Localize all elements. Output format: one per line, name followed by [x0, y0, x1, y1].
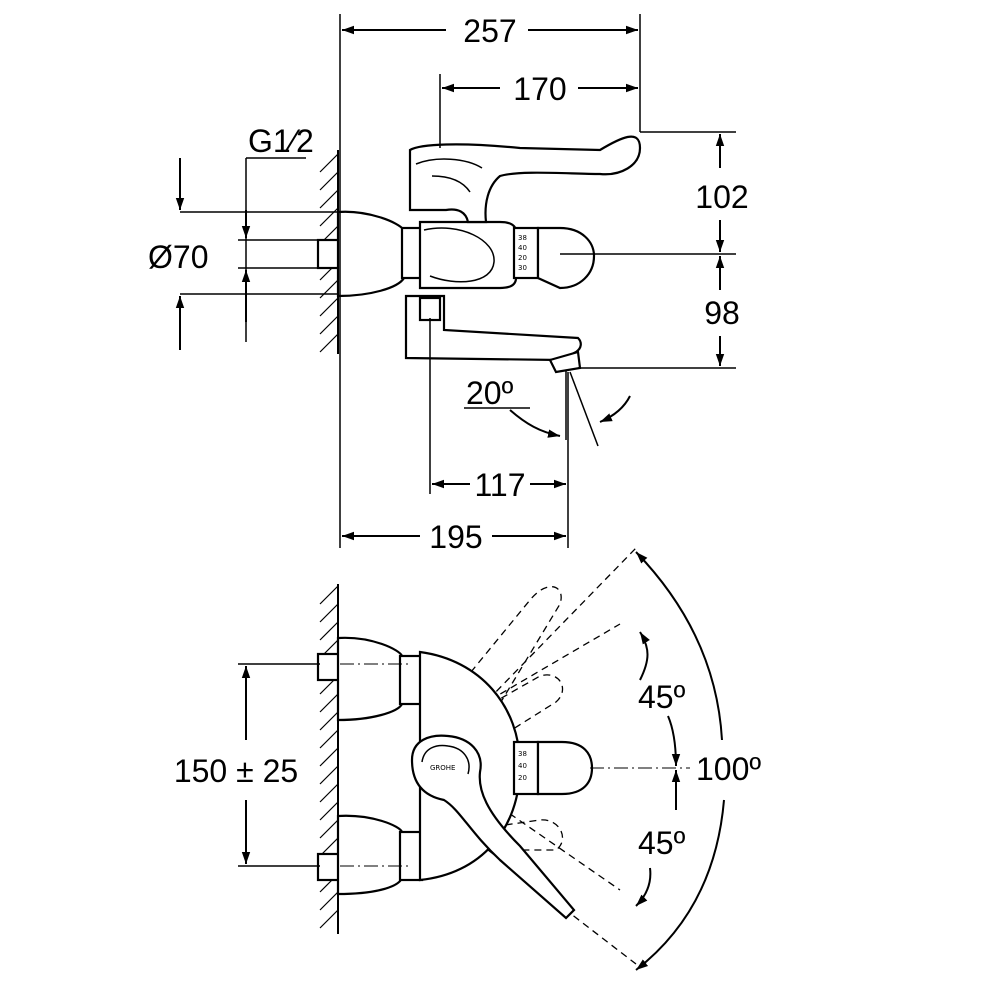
- svg-text:38: 38: [518, 750, 527, 758]
- wall-top: [319, 584, 339, 934]
- lever-top: [410, 734, 576, 920]
- dim-swing-up: 45º: [638, 631, 686, 767]
- dim-spout-reach-label: 195: [429, 519, 482, 555]
- dim-handle-height-label: 102: [695, 179, 748, 215]
- svg-text:20: 20: [518, 774, 527, 782]
- top-view: 38 40 20 GROHE 150 ± 25 45º: [174, 547, 761, 971]
- dim-escutcheon-label: Ø70: [148, 239, 208, 275]
- dim-handle-depth-label: 170: [513, 71, 566, 107]
- dim-total-swing: 100º: [635, 551, 761, 971]
- escutcheon: [336, 210, 406, 298]
- dim-swing-down-label: 45º: [638, 825, 686, 861]
- thermostat-ring-top: [512, 740, 540, 796]
- dim-spout-height-label: 98: [704, 295, 740, 331]
- svg-text:20: 20: [518, 254, 527, 262]
- thermostat-ring: [512, 226, 540, 280]
- dim-spout-offset: 117: [429, 318, 569, 548]
- dim-centers: 150 ± 25: [174, 663, 320, 867]
- svg-text:40: 40: [518, 762, 527, 770]
- escutcheon-lower: [336, 814, 404, 896]
- brand-mark: GROHE: [430, 764, 455, 772]
- faucet-side: 38 40 20 30: [316, 135, 642, 374]
- escutcheon-upper: [336, 636, 404, 722]
- dim-spout-angle: 20º: [464, 370, 631, 447]
- svg-text:40: 40: [518, 244, 527, 252]
- dim-escutcheon: Ø70: [148, 158, 338, 350]
- dim-handle-depth: 170: [439, 71, 638, 148]
- dim-overall-depth-label: 257: [463, 13, 516, 49]
- dim-spout-angle-label: 20º: [466, 375, 514, 411]
- dim-overall-depth: 257: [339, 13, 641, 140]
- thermostat-knob: [536, 226, 596, 290]
- dim-swing-down: 45º: [635, 770, 686, 907]
- dim-heights: 102 98: [560, 131, 749, 369]
- svg-text:30: 30: [518, 264, 527, 272]
- dim-centers-label: 150 ± 25: [174, 753, 298, 789]
- dim-swing-up-label: 45º: [638, 679, 686, 715]
- side-view: 38 40 20 30 257 170: [148, 13, 749, 555]
- dim-spout-offset-label: 117: [474, 467, 525, 503]
- dim-thread: G1⁄2: [238, 123, 320, 342]
- dim-thread-label: G1⁄2: [248, 123, 314, 159]
- dim-spout-reach: 195: [339, 140, 566, 555]
- faucet-top: 38 40 20 GROHE: [316, 636, 594, 920]
- svg-text:38: 38: [518, 234, 527, 242]
- wall-nipple: [316, 238, 342, 270]
- lever-handle: [408, 135, 642, 224]
- dim-total-swing-label: 100º: [696, 751, 761, 787]
- thermostat-knob-top: [536, 740, 594, 796]
